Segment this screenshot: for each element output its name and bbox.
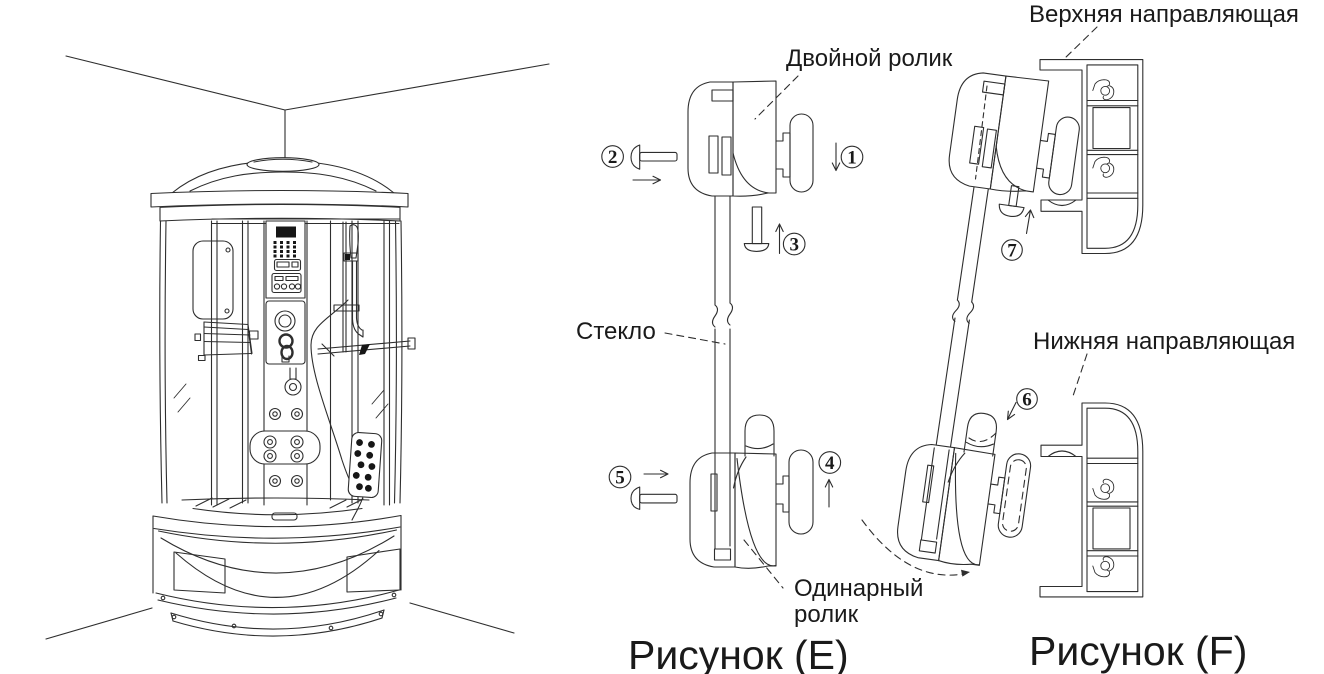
svg-text:2: 2 — [608, 147, 618, 168]
svg-text:Одинарный: Одинарный — [794, 575, 923, 602]
svg-text:1: 1 — [847, 148, 857, 169]
svg-text:7: 7 — [1007, 241, 1017, 262]
svg-text:Двойной ролик: Двойной ролик — [786, 45, 953, 72]
svg-text:Рисунок (E): Рисунок (E) — [628, 632, 849, 674]
svg-text:Рисунок (F): Рисунок (F) — [1029, 628, 1247, 674]
svg-text:Стекло: Стекло — [576, 318, 656, 345]
svg-text:ролик: ролик — [794, 601, 859, 628]
svg-text:6: 6 — [1022, 390, 1032, 411]
svg-text:Верхняя направляющая: Верхняя направляющая — [1029, 1, 1299, 28]
svg-text:Нижняя направляющая: Нижняя направляющая — [1033, 328, 1295, 355]
svg-text:4: 4 — [825, 453, 835, 474]
svg-text:3: 3 — [789, 235, 799, 256]
svg-text:5: 5 — [615, 468, 625, 489]
